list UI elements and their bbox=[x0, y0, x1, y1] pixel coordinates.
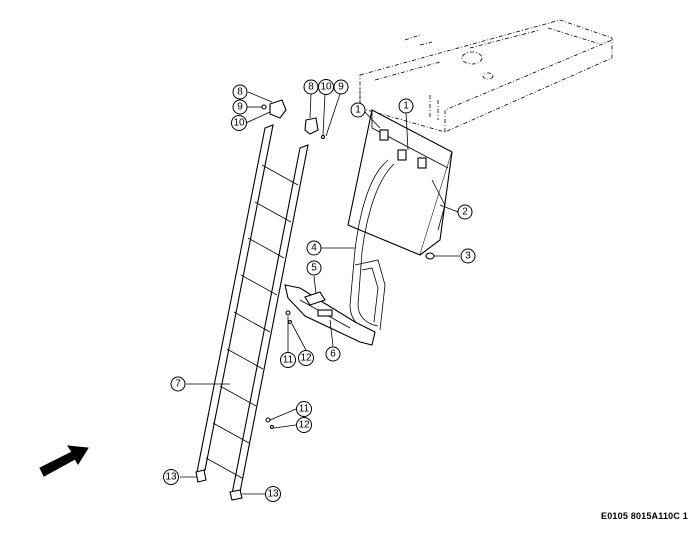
callout-8-left: 8 bbox=[232, 84, 248, 100]
svg-text:2: 2 bbox=[462, 207, 468, 218]
callout-4: 4 bbox=[306, 240, 322, 256]
svg-text:4: 4 bbox=[311, 243, 317, 254]
bolt bbox=[425, 252, 435, 260]
callout-3: 3 bbox=[460, 248, 476, 264]
callout-7: 7 bbox=[170, 376, 186, 392]
arrow-up-right-icon bbox=[39, 445, 89, 477]
callout-6: 6 bbox=[325, 346, 341, 362]
callout-8-right: 8 bbox=[303, 79, 319, 95]
ladder bbox=[196, 124, 309, 495]
callout-9-left: 9 bbox=[232, 99, 248, 115]
svg-text:10: 10 bbox=[320, 82, 332, 93]
svg-text:5: 5 bbox=[311, 263, 317, 274]
svg-text:12: 12 bbox=[298, 420, 310, 431]
svg-text:9: 9 bbox=[237, 102, 243, 113]
svg-text:12: 12 bbox=[300, 353, 312, 364]
callout-5: 5 bbox=[306, 260, 322, 276]
svg-text:8: 8 bbox=[237, 87, 243, 98]
callout-10-right: 10 bbox=[318, 79, 334, 95]
svg-text:6: 6 bbox=[330, 349, 336, 360]
svg-text:3: 3 bbox=[465, 251, 471, 262]
callout-12-lower: 12 bbox=[296, 417, 312, 433]
svg-text:9: 9 bbox=[338, 82, 344, 93]
callout-11-upper: 11 bbox=[280, 352, 296, 368]
callout-2: 2 bbox=[457, 204, 473, 220]
svg-text:7: 7 bbox=[175, 379, 181, 390]
clamp-right bbox=[304, 117, 319, 135]
clamp-left bbox=[269, 99, 287, 119]
callout-13-right: 13 bbox=[265, 486, 281, 502]
figure-code: E0105 8015A110C 1 bbox=[601, 511, 688, 521]
callout-9-right: 9 bbox=[333, 79, 349, 95]
svg-text:13: 13 bbox=[267, 489, 279, 500]
svg-text:11: 11 bbox=[299, 404, 310, 415]
callout-1-top-left: 1 bbox=[350, 102, 366, 118]
ladder-feet bbox=[195, 469, 243, 501]
svg-text:1: 1 bbox=[403, 101, 409, 112]
svg-text:11: 11 bbox=[283, 355, 294, 366]
callout-10-left: 10 bbox=[231, 115, 247, 131]
platform-frame bbox=[359, 19, 613, 133]
svg-text:10: 10 bbox=[233, 118, 245, 129]
svg-text:8: 8 bbox=[308, 82, 314, 93]
callout-12-upper: 12 bbox=[298, 350, 314, 366]
callout-1-top-right: 1 bbox=[398, 98, 414, 114]
pad bbox=[304, 291, 326, 306]
mounting-bracket bbox=[347, 109, 453, 256]
leader-lines bbox=[180, 91, 460, 495]
callout-11-lower: 11 bbox=[296, 401, 312, 417]
svg-text:1: 1 bbox=[355, 105, 361, 116]
ladder-rungs bbox=[205, 164, 299, 479]
callout-13-left: 13 bbox=[163, 469, 179, 485]
small-hardware bbox=[261, 104, 326, 430]
svg-text:13: 13 bbox=[165, 472, 177, 483]
